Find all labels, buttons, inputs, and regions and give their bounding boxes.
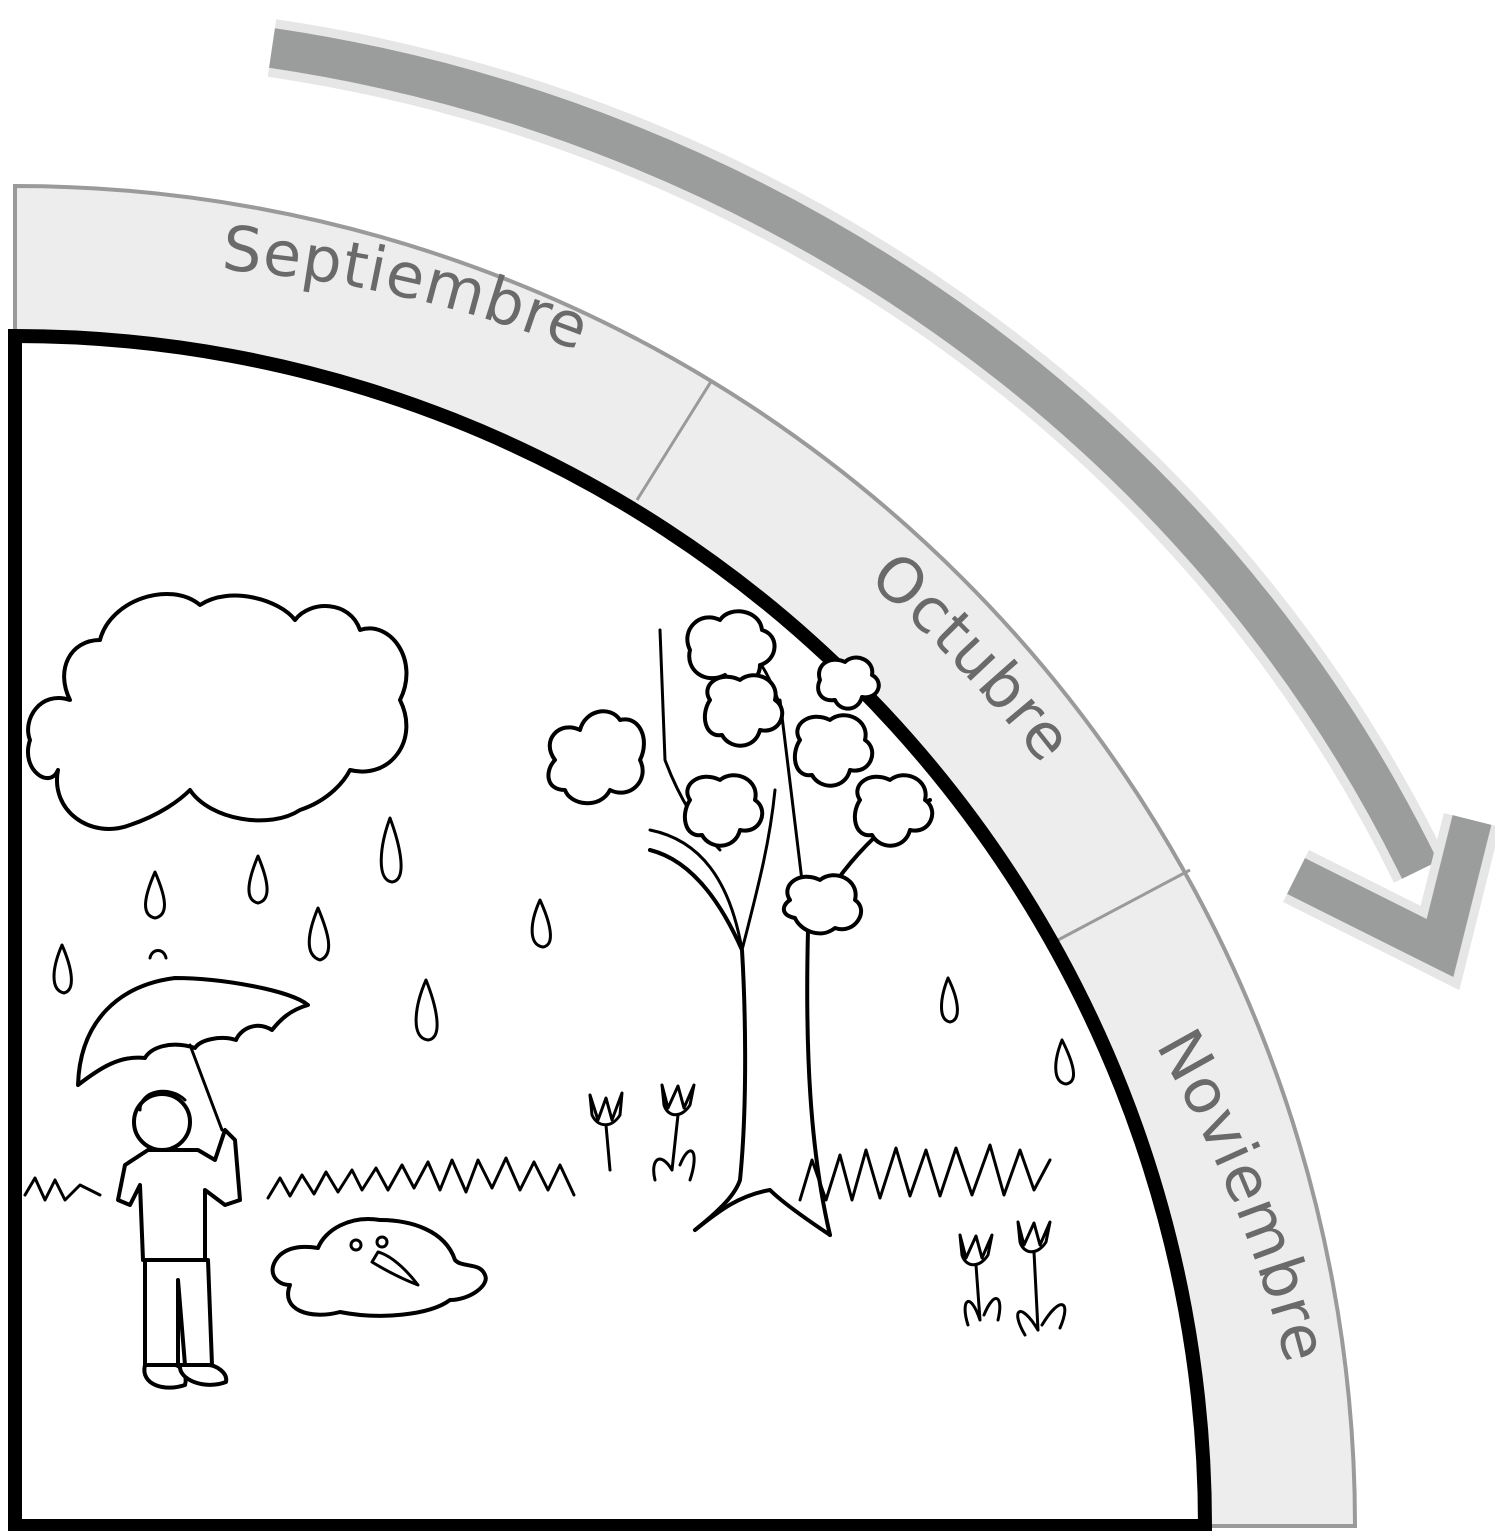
raindrop-icon — [1054, 1038, 1076, 1086]
direction-arrow — [267, 19, 1495, 991]
raindrop-icon — [247, 854, 269, 905]
melted-snowman-icon — [270, 1217, 488, 1318]
raindrop-icon — [307, 906, 331, 962]
tulips — [588, 1083, 1067, 1337]
raindrop-icon — [144, 870, 166, 920]
raindrop-icon — [52, 943, 73, 995]
raindrop-icon — [530, 898, 552, 949]
cloud-icon — [26, 592, 409, 831]
raindrop-icon — [940, 976, 959, 1024]
person-with-umbrella-icon — [76, 949, 310, 1390]
band-divider-oct-nov — [1057, 868, 1191, 942]
raindrop-icon — [414, 978, 439, 1042]
raindrops — [52, 816, 1076, 1086]
raindrop-icon — [379, 816, 403, 884]
tree-icon — [546, 609, 935, 1237]
band-divider-sep-oct — [635, 379, 714, 501]
grass — [23, 1143, 1052, 1202]
